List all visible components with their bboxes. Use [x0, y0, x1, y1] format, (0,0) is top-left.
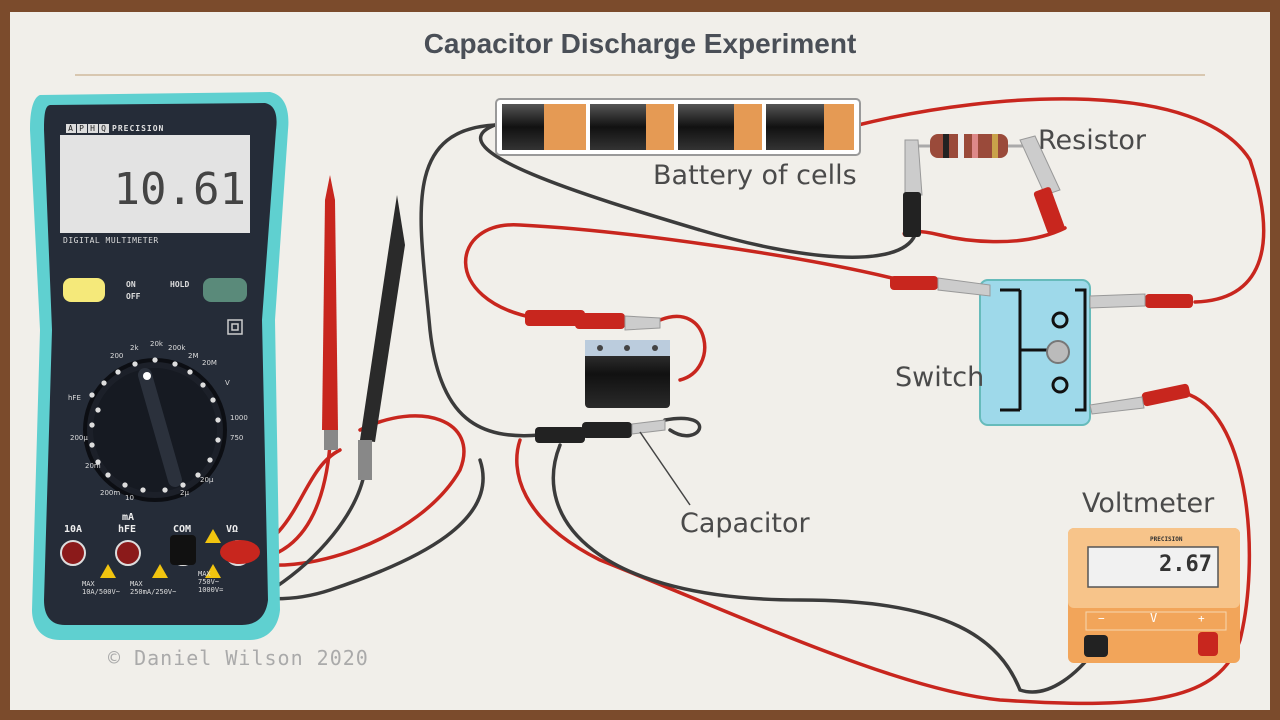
svg-text:200m: 200m	[100, 489, 120, 497]
multimeter-reading: 10.61	[113, 164, 246, 215]
red-probe-wire	[239, 414, 466, 567]
svg-text:20k: 20k	[150, 340, 164, 348]
port-10a-label: 10A	[64, 524, 83, 535]
red-wire-switch-voltmeter	[515, 393, 1252, 706]
voltmeter-minus-label: −	[1098, 612, 1105, 625]
red-wire-resistor-switch	[902, 226, 1067, 244]
brand-letter: Q	[99, 124, 109, 133]
multimeter-hold-button[interactable]	[203, 278, 247, 302]
wires	[182, 97, 1266, 706]
svg-text:20m: 20m	[85, 462, 101, 470]
page-title: Capacitor Discharge Experiment	[423, 28, 857, 59]
brand-letter: H	[88, 124, 98, 133]
svg-text:20μ: 20μ	[200, 476, 214, 484]
svg-text:20M: 20M	[202, 359, 217, 367]
multimeter-range-dial[interactable]	[90, 365, 220, 495]
svg-text:10: 10	[125, 494, 134, 502]
voltmeter-v-label: V	[1150, 611, 1158, 625]
voltmeter-plus-label: +	[1198, 612, 1205, 625]
warning-ma-text: MAX 250mA/250V~	[130, 580, 177, 596]
svg-text:200k: 200k	[168, 344, 186, 352]
label-battery: Battery of cells	[653, 160, 857, 191]
port-com-label: COM	[173, 524, 192, 535]
svg-text:2M: 2M	[188, 352, 199, 360]
label-capacitor: Capacitor	[680, 508, 810, 539]
svg-text:2k: 2k	[130, 344, 139, 352]
warning-10a-text: MAX 10A/500V~	[82, 580, 120, 596]
test-probes	[322, 175, 405, 480]
svg-text:200μ: 200μ	[70, 434, 88, 442]
svg-text:V: V	[225, 379, 230, 387]
resistor	[903, 134, 1065, 237]
multimeter-model-label: DIGITAL MULTIMETER	[63, 236, 159, 245]
label-voltmeter: Voltmeter	[1082, 488, 1215, 519]
port-vo-label: VΩ	[226, 524, 239, 535]
black-wire-cap-loop	[663, 416, 702, 438]
svg-text:750: 750	[230, 434, 243, 442]
battery-of-cells	[495, 98, 861, 156]
red-wire-cap-loop	[658, 314, 707, 382]
svg-text:2μ: 2μ	[180, 489, 189, 497]
voltmeter-brand: PRECISION	[1150, 536, 1183, 543]
voltmeter	[1068, 528, 1240, 663]
port-hfe-label: hFE	[118, 524, 137, 535]
svg-text:hFE: hFE	[68, 394, 81, 402]
svg-text:200: 200	[110, 352, 123, 360]
switch	[890, 276, 1193, 426]
brand-letter: P	[77, 124, 87, 133]
black-wire-battery-resistor	[478, 123, 917, 259]
capacitor	[525, 310, 691, 506]
multimeter-power-button[interactable]	[63, 278, 105, 302]
multimeter-hold-button-label[interactable]: HOLD	[170, 280, 190, 289]
port-ma-label: mA	[122, 512, 135, 523]
power-on-label: ON	[126, 280, 136, 289]
black-wire-battery-left	[419, 123, 542, 438]
label-resistor: Resistor	[1038, 125, 1146, 156]
black-wire-cap-voltmeter	[551, 443, 1097, 694]
copyright-notice: © Daniel Wilson 2020	[108, 646, 369, 670]
red-wire-battery-right	[856, 97, 1266, 304]
brand-letter: A	[66, 124, 76, 133]
voltmeter-reading: 2.67	[1159, 552, 1212, 577]
power-off-label: OFF	[126, 292, 141, 301]
warning-vo-text: MAX 750V~ 1000V=	[198, 570, 224, 594]
multimeter-brand: PRECISION	[112, 124, 165, 133]
svg-text:1000: 1000	[230, 414, 248, 422]
title-underline	[75, 74, 1205, 76]
red-wire-cap-switch	[463, 223, 902, 320]
label-switch: Switch	[895, 362, 985, 393]
